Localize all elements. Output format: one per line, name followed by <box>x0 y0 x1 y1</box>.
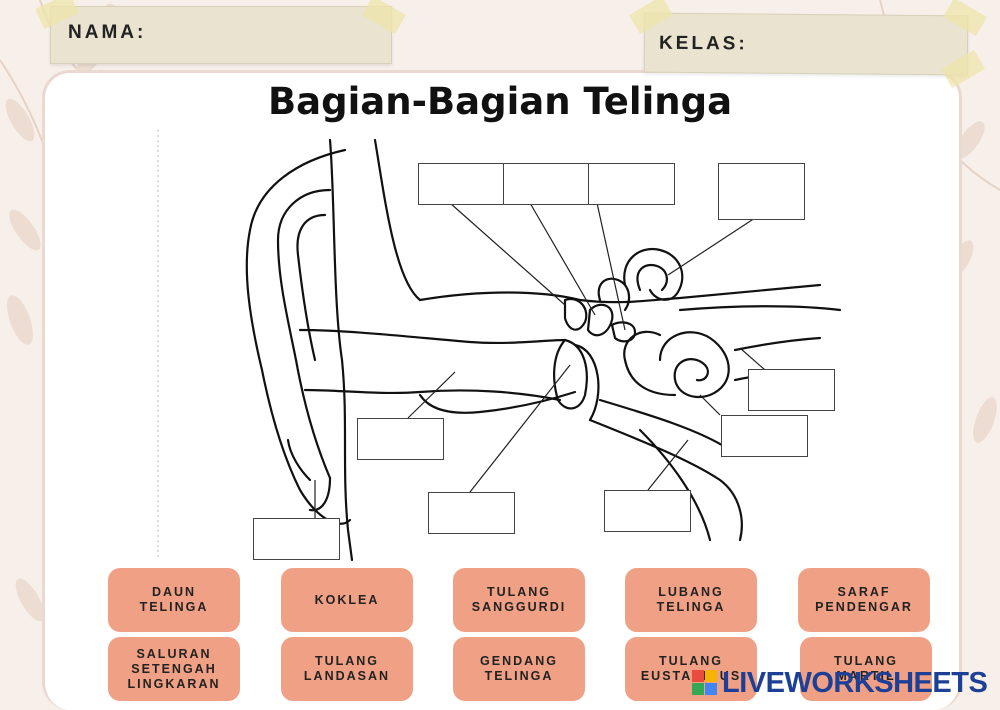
liveworksheets-logo-icon <box>692 670 717 695</box>
answer-slot-6[interactable] <box>721 415 808 457</box>
answer-slot-9[interactable] <box>604 490 691 532</box>
answer-card[interactable]: SALURAN SETENGAH LINGKARAN <box>108 637 240 701</box>
name-label: NAMA: <box>68 22 147 43</box>
answer-slot-4[interactable] <box>718 163 805 220</box>
name-field[interactable]: NAMA: <box>50 6 392 64</box>
answer-slot-5[interactable] <box>748 369 835 411</box>
answer-card[interactable]: SARAF PENDENGAR <box>798 568 930 632</box>
answer-card[interactable]: TULANG MARTIL <box>800 637 932 701</box>
answer-slot-1[interactable] <box>418 163 505 205</box>
answer-card[interactable]: KOKLEA <box>281 568 413 632</box>
answer-card[interactable]: GENDANG TELINGA <box>453 637 585 701</box>
page-title: Bagian-Bagian Telinga <box>267 80 733 123</box>
answer-slot-3[interactable] <box>588 163 675 205</box>
answer-slot-8[interactable] <box>428 492 515 534</box>
answer-slot-2[interactable] <box>503 163 590 205</box>
answer-card[interactable]: TULANG LANDASAN <box>281 637 413 701</box>
answer-slot-10[interactable] <box>253 518 340 560</box>
answer-card[interactable]: TULANG EUSTACHIUS <box>625 637 757 701</box>
answer-slot-7[interactable] <box>357 418 444 460</box>
answer-card[interactable]: LUBANG TELINGA <box>625 568 757 632</box>
answer-card[interactable]: DAUN TELINGA <box>108 568 240 632</box>
answer-card[interactable]: TULANG SANGGURDI <box>453 568 585 632</box>
watermark: LIVEWORKSHEETS <box>692 666 992 700</box>
watermark-text: LIVEWORKSHEETS <box>722 666 988 699</box>
